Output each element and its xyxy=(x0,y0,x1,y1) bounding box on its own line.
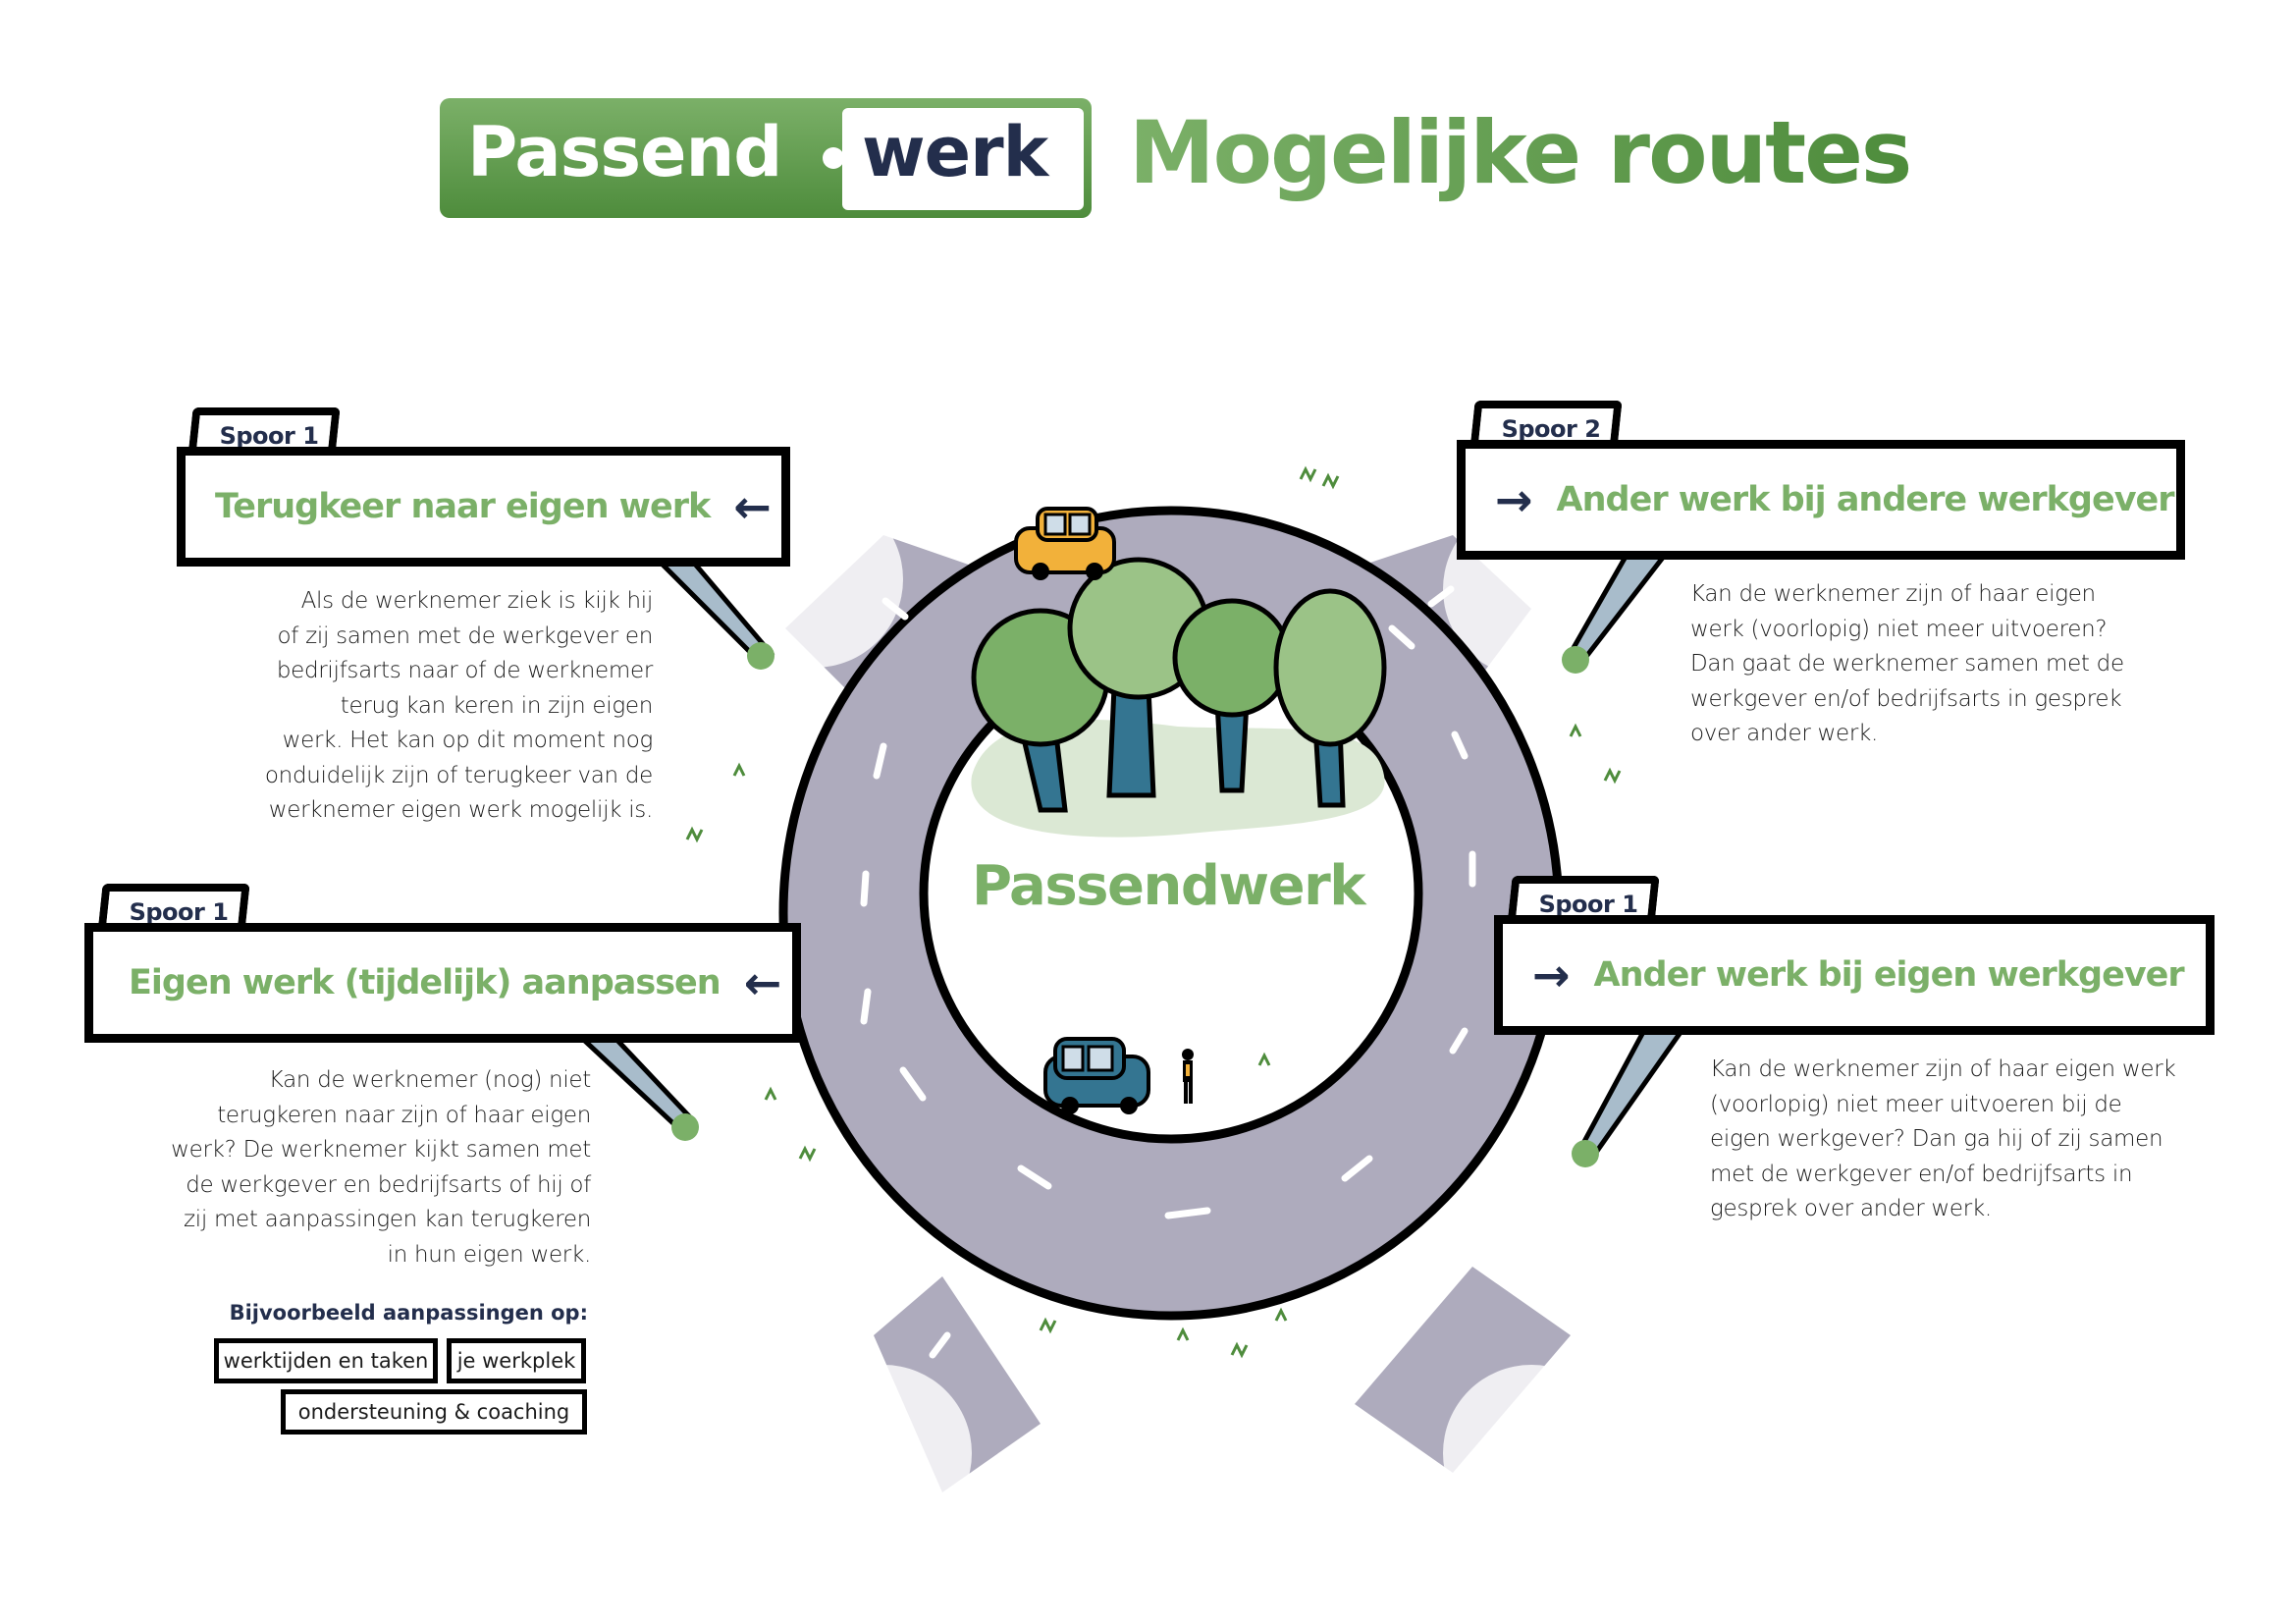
pole-bottom-left xyxy=(567,1028,697,1131)
grass-marks xyxy=(685,465,1622,1359)
text-line: werknemer eigen werk mogelijk is. xyxy=(268,797,654,823)
tree-crown xyxy=(1273,588,1387,747)
sign-ander-werk-andere-werkgever[interactable]: Spoor 2 → Ander werk bij andere werkgeve… xyxy=(1457,401,2185,560)
sign-board: → Ander werk bij andere werkgever xyxy=(1457,440,2185,560)
teal-car xyxy=(1043,1037,1150,1114)
logo-text-passend: Passend xyxy=(467,112,782,192)
text-line: met de werkgever en/of bedrijfsarts in xyxy=(1710,1161,2133,1187)
route-description-aanpassen: Kan de werknemer (nog) niet terugkeren n… xyxy=(128,1063,591,1272)
sign-board: Terugkeer naar eigen werk ← xyxy=(177,447,790,567)
route-heading: Terugkeer naar eigen werk xyxy=(215,487,711,526)
text-line: de werkgever en bedrijfsarts of hij of xyxy=(186,1171,591,1198)
example-chip-ondersteuning: ondersteuning & coaching xyxy=(281,1389,587,1435)
example-chip-werktijden: werktijden en taken xyxy=(214,1338,438,1383)
example-chip-werkplek: je werkplek xyxy=(447,1338,586,1383)
sign-ander-werk-eigen-werkgever[interactable]: Spoor 1 → Ander werk bij eigen werkgever xyxy=(1494,876,2215,1035)
logo-dot xyxy=(823,147,844,169)
arrow-right-icon: → xyxy=(1495,473,1533,526)
sign-terugkeer-eigen-werk[interactable]: Spoor 1 Terugkeer naar eigen werk ← xyxy=(177,407,790,567)
route-heading: Ander werk bij andere werkgever xyxy=(1556,480,2175,519)
examples-title: Bijvoorbeeld aanpassingen op: xyxy=(229,1301,588,1325)
road-arm-bottom-right xyxy=(1355,1267,1571,1473)
text-line: zij met aanpassingen kan terugkeren xyxy=(183,1207,591,1232)
text-line: Als de werknemer ziek is kijk hij xyxy=(300,588,654,614)
sign-board: → Ander werk bij eigen werkgever xyxy=(1494,915,2215,1035)
sign-eigen-werk-aanpassen[interactable]: Spoor 1 Eigen werk (tijdelijk) aanpassen… xyxy=(84,884,801,1043)
route-description-andere-werkgever: Kan de werknemer zijn of haar eigen werk… xyxy=(1690,577,2181,752)
trees xyxy=(971,557,1387,813)
route-heading: Eigen werk (tijdelijk) aanpassen xyxy=(129,963,721,1002)
text-line: terug kan keren in zijn eigen xyxy=(340,692,654,719)
sign-board: Eigen werk (tijdelijk) aanpassen ← xyxy=(84,923,801,1043)
text-line: werk. Het kan op dit moment nog xyxy=(282,728,654,753)
text-line: bedrijfsarts naar of de werknemer xyxy=(276,658,653,683)
text-line: werk (voorlopig) niet meer uitvoeren? xyxy=(1690,616,2108,642)
arrow-right-icon: → xyxy=(1532,948,1571,1001)
text-line: Kan de werknemer zijn of haar eigen xyxy=(1690,581,2096,607)
grass-tufts xyxy=(671,642,1599,1167)
text-line: Kan de werknemer zijn of haar eigen werk xyxy=(1710,1056,2176,1082)
center-label-passendwerk: Passendwerk xyxy=(972,854,1366,918)
text-line: gesprek over ander werk. xyxy=(1710,1196,1992,1221)
arrow-left-icon: ← xyxy=(733,480,772,533)
pole-bottom-right xyxy=(1576,1018,1693,1157)
person-figure xyxy=(1182,1049,1194,1104)
text-line: werk? De werknemer kijkt samen met xyxy=(171,1137,591,1163)
logo-text-werk: werk xyxy=(862,112,1048,192)
text-line: eigen werkgever? Dan ga hij of zij samen xyxy=(1710,1126,2163,1152)
text-line: over ander werk. xyxy=(1690,721,1879,746)
logo-box: werk xyxy=(842,108,1084,210)
text-line: Dan gaat de werknemer samen met de xyxy=(1690,651,2124,677)
lane-dashes xyxy=(860,585,1476,1359)
text-line: terugkeren naar zijn of haar eigen xyxy=(217,1102,591,1128)
yellow-car xyxy=(1014,507,1116,580)
island-lawn xyxy=(971,719,1385,838)
text-line: of zij samen met de werkgever en xyxy=(277,623,654,649)
route-description-eigen-werkgever: Kan de werknemer zijn of haar eigen werk… xyxy=(1710,1053,2240,1227)
text-line: (voorlopig) niet meer uitvoeren bij de xyxy=(1710,1091,2122,1117)
text-line: in hun eigen werk. xyxy=(387,1241,592,1268)
road-arm-bottom-left xyxy=(874,1276,1041,1492)
passendwerk-logo: Passend werk xyxy=(440,98,1092,218)
arrow-left-icon: ← xyxy=(743,956,782,1009)
text-line: onduidelijk zijn of terugkeer van de xyxy=(264,762,653,788)
route-description-terugkeer: Als de werknemer ziek is kijk hij of zij… xyxy=(196,584,653,829)
text-line: werkgever en/of bedrijfsarts in gesprek xyxy=(1690,685,2122,712)
text-line: Kan de werknemer (nog) niet xyxy=(268,1067,592,1093)
route-heading: Ander werk bij eigen werkgever xyxy=(1593,955,2185,995)
page-title: Mogelijke routes xyxy=(1129,102,1912,203)
tree-crown xyxy=(1172,598,1292,718)
tree-trunk xyxy=(1106,684,1156,798)
